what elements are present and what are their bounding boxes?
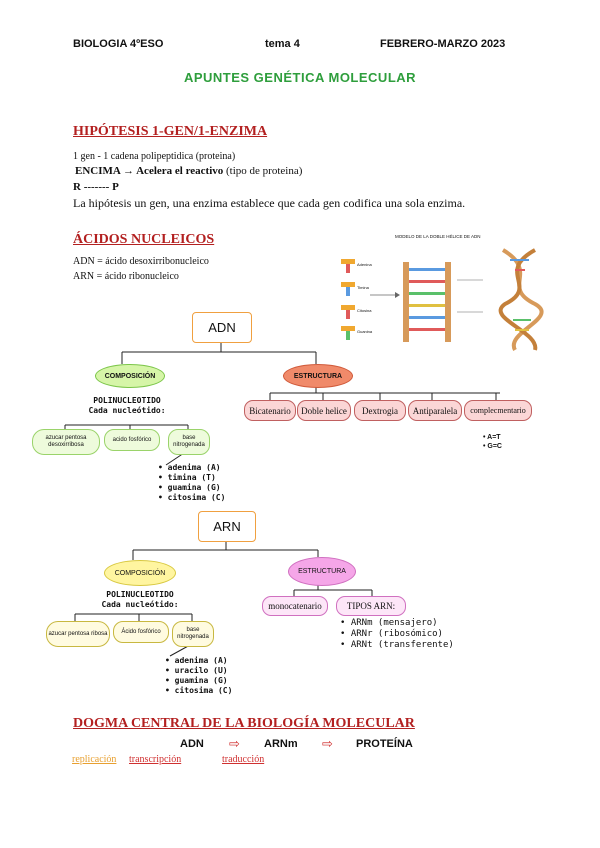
hypothesis-line2-rest: (tipo de proteina) <box>223 165 303 177</box>
adn-structure-doble-helice: Doble helice <box>297 400 351 421</box>
adn-root-node: ADN <box>192 312 252 343</box>
dna-double-helix-figure: MODELO DE LA DOBLE HÉLICE DE ADN Adenina… <box>335 232 545 352</box>
arn-component-fosforico: Ácido fosfórico <box>113 621 169 643</box>
arn-composicion-node: COMPOSICIÓN <box>104 560 176 586</box>
adn-pair-at: • A=T <box>483 434 501 441</box>
adn-poly-line2: Cada nucleótido: <box>88 406 166 415</box>
adn-pairs-list: • A=T • G=C <box>483 433 502 451</box>
adn-structure-complementario: complecmentario <box>464 400 532 421</box>
arn-type-transferente: • ARNt (transferente) <box>340 640 454 650</box>
figure-base-guanina: Guanina <box>357 329 373 334</box>
figure-base-timina: Timina <box>357 285 369 290</box>
adn-base-t: • timina (T) <box>158 473 216 482</box>
section-heading-dogma: DOGMA CENTRAL DE LA BIOLOGÍA MOLECULAR <box>73 716 415 731</box>
dogma-arrow-2: ⇨ <box>322 736 333 751</box>
hypothesis-line2-bold: ENCIMA → Acelera el reactivo <box>75 165 224 177</box>
dogma-arrow-1: ⇨ <box>229 736 240 751</box>
adn-structure-bicatenario: Bicatenario <box>244 400 296 421</box>
section-heading-nucleic: ÁCIDOS NUCLEICOS <box>73 232 215 247</box>
adn-polinucleotido: POLINUCLEOTIDO Cada nucleótido: <box>87 396 167 416</box>
arn-base-a: • adenima (A) <box>165 656 228 665</box>
header-subject: BIOLOGIA 4ºESO <box>73 38 164 50</box>
figure-base-citosina: Citosina <box>357 308 372 313</box>
section-heading-hypothesis: HIPÓTESIS 1-GEN/1-ENZIMA <box>73 124 268 139</box>
dogma-adn: ADN <box>180 738 204 750</box>
arn-structure-monocatenario: monocatenario <box>262 596 328 616</box>
arn-base-g: • guamina (G) <box>165 676 228 685</box>
adn-structure-antiparalela: Antiparalela <box>408 400 462 421</box>
adn-component-base: base nitrogenada <box>168 429 210 455</box>
arn-bases-list: • adenima (A) • uracilo (U) • guamina (G… <box>165 656 232 696</box>
adn-definition: ADN = ácido desoxirribonucleico <box>73 256 209 267</box>
dogma-arnm: ARNm <box>264 738 298 750</box>
dogma-proteina: PROTEÍNA <box>356 738 413 750</box>
hypothesis-line1: 1 gen - 1 cadena polipeptidica (proteina… <box>73 151 236 162</box>
adn-base-a: • adenima (A) <box>158 463 221 472</box>
adn-bases-list: • adenima (A) • timina (T) • guamina (G)… <box>158 463 225 503</box>
header-topic: tema 4 <box>265 38 300 50</box>
hypothesis-line3: R ------- P <box>73 181 119 193</box>
arn-component-base: base nitrogenada <box>172 621 214 647</box>
arn-structure-tipos: TIPOS ARN: <box>336 596 406 616</box>
adn-poly-line1: POLINUCLEOTIDO <box>93 396 161 405</box>
arn-poly-line1: POLINUCLEOTIDO <box>106 590 174 599</box>
arn-polinucleotido: POLINUCLEOTIDO Cada nucleótido: <box>90 590 190 610</box>
arn-base-u: • uracilo (U) <box>165 666 228 675</box>
adn-pair-gc: • G=C <box>483 443 502 450</box>
dogma-replicacion: replicación <box>72 754 117 765</box>
adn-component-fosforico: acido fosfórico <box>104 429 160 451</box>
arn-type-mensajero: • ARNm (mensajero) <box>340 618 438 628</box>
dna-helix-drawing <box>341 248 544 351</box>
header-date: FEBRERO-MARZO 2023 <box>380 38 506 50</box>
adn-composicion-node: COMPOSICIÓN <box>95 364 165 388</box>
arn-types-list: • ARNm (mensajero) • ARNr (ribosómico) •… <box>340 618 454 651</box>
dogma-transcripcion: transcripción <box>129 754 182 765</box>
adn-component-azucar: azucar pentosa desoxirribosa <box>32 429 100 455</box>
dogma-traduccion: traducción <box>222 754 265 765</box>
adn-estructura-node: ESTRUCTURA <box>283 364 353 388</box>
adn-base-g: • guamina (G) <box>158 483 221 492</box>
adn-base-c: • citosima (C) <box>158 493 226 502</box>
figure-base-adenina: Adenina <box>357 262 372 267</box>
hypothesis-line2: ENCIMA → Acelera el reactivo (tipo de pr… <box>75 164 302 178</box>
page-title: APUNTES GENÉTICA MOLECULAR <box>183 70 417 85</box>
adn-structure-dextrogia: Dextrogia <box>354 400 406 421</box>
arn-type-ribosomico: • ARNr (ribosómico) <box>340 629 443 639</box>
arn-component-azucar: azucar pentosa ribosa <box>46 621 110 647</box>
arn-base-c: • citosima (C) <box>165 686 233 695</box>
figure-title: MODELO DE LA DOBLE HÉLICE DE ADN <box>395 234 481 239</box>
arn-definition: ARN = ácido ribonucleico <box>73 271 179 282</box>
hypothesis-line4: La hipótesis un gen, una enzima establec… <box>73 196 466 210</box>
arn-root-node: ARN <box>198 511 256 542</box>
arn-poly-line2: Cada nucleótido: <box>101 600 179 609</box>
arn-estructura-node: ESTRUCTURA <box>288 557 356 586</box>
